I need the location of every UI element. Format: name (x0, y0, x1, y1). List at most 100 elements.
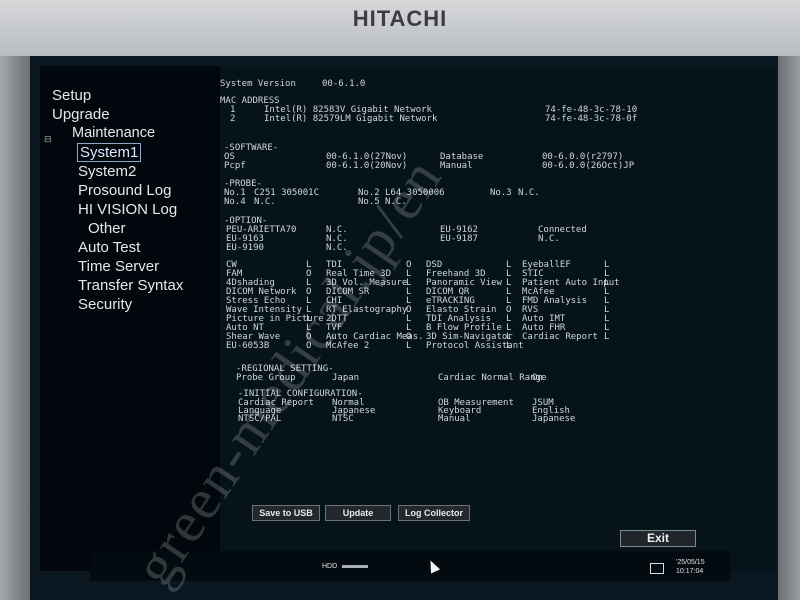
option-status: L (604, 332, 610, 342)
option-status: L (506, 287, 512, 297)
sidebar-item-prosound-log[interactable]: Prosound Log (50, 181, 183, 200)
config-label: Cardiac Report (238, 398, 314, 408)
cardiac-range-label: Cardiac Normal Range (438, 373, 547, 383)
system-version-value: 00-6.1.0 (322, 79, 366, 89)
option-status: L (506, 323, 512, 333)
sidebar-item-system2[interactable]: System2 (50, 162, 183, 181)
option-status: L (604, 296, 610, 306)
option-status: L (306, 296, 312, 306)
option-name: Freehand 3D (426, 269, 486, 279)
sidebar-item-time-server[interactable]: Time Server (50, 257, 183, 276)
option-name: Shear Wave (226, 332, 281, 342)
sidebar-item-hi-vision-log[interactable]: HI VISION Log (50, 200, 183, 219)
option-status: L (604, 269, 610, 279)
os-label: OS (224, 152, 235, 162)
option-name: Auto FHR (522, 323, 566, 333)
option-status: L (406, 341, 412, 351)
sidebar-item-maintenance[interactable]: ⊟Maintenance (44, 124, 183, 144)
monitor-bezel-right (778, 56, 800, 600)
hw-option-value: N.C. (326, 234, 348, 244)
option-status: L (406, 287, 412, 297)
option-name: 3D Vol. Measure (326, 278, 408, 288)
expand-icon[interactable]: ⊟ (44, 134, 52, 144)
option-status: L (306, 260, 312, 270)
mouse-cursor-icon (425, 558, 441, 574)
sidebar-item-security[interactable]: Security (50, 295, 183, 314)
hw-option-value: Connected (538, 225, 587, 235)
probe-slot-value: L64 3050006 (385, 188, 445, 198)
status-time: 10:17:04 (676, 568, 704, 575)
option-name: Picture in Picture (226, 314, 324, 324)
option-status: L (406, 278, 412, 288)
initial-config-title: -INITIAL CONFIGURATION- (238, 389, 363, 399)
probe-group-value: Japan (332, 373, 360, 383)
option-name: DSD (426, 260, 443, 270)
option-status: L (306, 314, 312, 324)
probe-title: -PROBE- (224, 179, 262, 189)
option-status: O (506, 305, 512, 315)
option-name: FMD Analysis (522, 296, 588, 306)
mac-1-index: 1 (230, 105, 236, 115)
sidebar-item-system1[interactable]: System1 (50, 143, 183, 162)
probe-slot-label: No.1 (224, 188, 246, 198)
monitor-bezel-top: HITACHI (0, 0, 800, 56)
option-status: L (604, 278, 610, 288)
option-status: L (506, 332, 512, 342)
sidebar-item-auto-test[interactable]: Auto Test (50, 238, 183, 257)
option-name: DICOM SR (326, 287, 370, 297)
config-label: OB Measurement (438, 398, 514, 408)
sidebar-item-label: Auto Test (78, 239, 141, 256)
main-panel (220, 66, 775, 571)
option-status: L (306, 305, 312, 315)
option-name: Panoramic View (426, 278, 502, 288)
probe-slot-label: No.3 (490, 188, 512, 198)
sidebar-item-label: Transfer Syntax (78, 277, 184, 294)
option-name: 3D Sim-Navigator (426, 332, 513, 342)
hdd-usage-bar (342, 565, 368, 568)
hw-option-name: EU-9187 (440, 234, 478, 244)
config-value: Japanese (532, 414, 576, 424)
option-name: TDI (326, 260, 343, 270)
option-name: CHI (326, 296, 343, 306)
sidebar-item-upgrade[interactable]: Upgrade (50, 105, 183, 124)
option-status: L (406, 314, 412, 324)
mac-2-index: 2 (230, 114, 236, 124)
status-bar: HDD '25/05/15 10:17:04 (90, 551, 730, 581)
option-name: 2DTT (326, 314, 348, 324)
config-value: English (532, 406, 570, 416)
network-icon (650, 563, 664, 574)
log-collector-button[interactable]: Log Collector (398, 505, 470, 521)
sidebar-item-label: HI VISION Log (78, 201, 178, 218)
option-name: FAM (226, 269, 243, 279)
sidebar-item-label: Prosound Log (78, 182, 172, 199)
config-label: Manual (438, 414, 471, 424)
system-version-label: System Version (220, 79, 296, 89)
sidebar-item-label: Other (88, 220, 126, 237)
config-value: Japanese (332, 406, 376, 416)
config-value: JSUM (532, 398, 554, 408)
pcpf-value: 00-6.1.0(20Nov) (326, 161, 408, 171)
software-title: -SOFTWARE- (224, 143, 279, 153)
hw-option-name: EU-9163 (226, 234, 264, 244)
option-title: -OPTION- (224, 216, 268, 226)
save-to-usb-button[interactable]: Save to USB (252, 505, 320, 521)
option-status: L (604, 314, 610, 324)
sidebar-item-setup[interactable]: Setup (50, 86, 183, 105)
option-status: O (306, 287, 312, 297)
sidebar-item-transfer-syntax[interactable]: Transfer Syntax (50, 276, 183, 295)
exit-button[interactable]: Exit (620, 530, 696, 547)
sidebar-item-other[interactable]: Other (50, 219, 183, 238)
option-status: L (506, 278, 512, 288)
sidebar-item-label: System1 (76, 143, 142, 162)
mac-2-address: 74-fe-48-3c-78-0f (545, 114, 638, 124)
update-button[interactable]: Update (325, 505, 391, 521)
config-value: NTSC (332, 414, 354, 424)
option-name: Wave Intensity (226, 305, 302, 315)
hw-option-value: N.C. (538, 234, 560, 244)
regional-title: -REGIONAL SETTING- (236, 364, 334, 374)
option-status: L (604, 323, 610, 333)
hdd-label: HDD (322, 563, 338, 570)
option-status: L (506, 296, 512, 306)
option-name: Patient Auto Input (522, 278, 620, 288)
